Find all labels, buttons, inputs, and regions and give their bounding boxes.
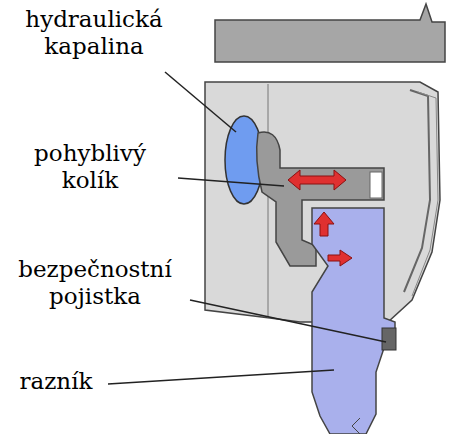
part-label: hydraulická kapalina [4, 6, 184, 60]
pin-slot [370, 172, 382, 198]
part-label: bezpečnostní pojistka [2, 256, 188, 310]
housing-line [268, 84, 269, 318]
clip-outline [412, 92, 438, 296]
top-block [215, 4, 445, 62]
leader-lines [108, 72, 386, 384]
part-label: pohyblivý kolík [4, 140, 176, 194]
part-label: razník [8, 368, 104, 395]
clip-outline [404, 90, 430, 292]
motion-arrows [288, 170, 352, 266]
punch [312, 208, 395, 434]
break-line [352, 418, 360, 434]
safety-latch [382, 328, 396, 350]
